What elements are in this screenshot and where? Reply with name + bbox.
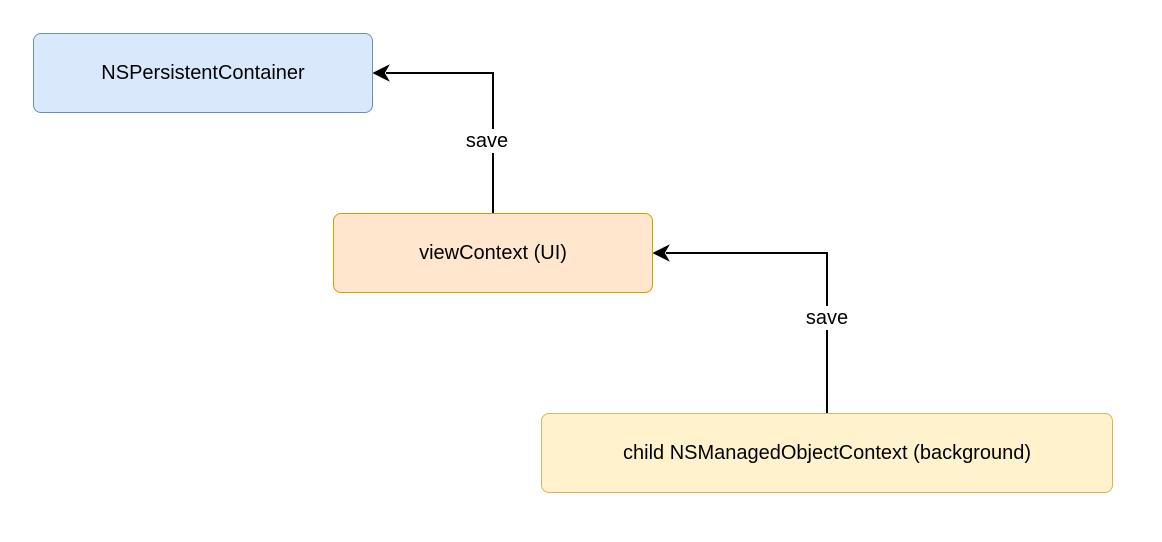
node-label: viewContext (UI)	[419, 241, 567, 264]
node-child-context[interactable]: child NSManagedObjectContext (background…	[541, 413, 1113, 493]
node-label: NSPersistentContainer	[101, 61, 305, 84]
arrowhead-icon	[372, 64, 390, 82]
edge-view-to-container	[372, 64, 494, 213]
node-label: child NSManagedObjectContext (background…	[623, 441, 1031, 464]
edge-label-save: save	[803, 306, 851, 330]
edge-label-save: save	[463, 129, 511, 153]
node-nspersistentcontainer[interactable]: NSPersistentContainer	[33, 33, 373, 113]
edge-child-to-view	[652, 244, 828, 413]
arrowhead-icon	[652, 244, 670, 262]
node-viewcontext[interactable]: viewContext (UI)	[333, 213, 653, 293]
